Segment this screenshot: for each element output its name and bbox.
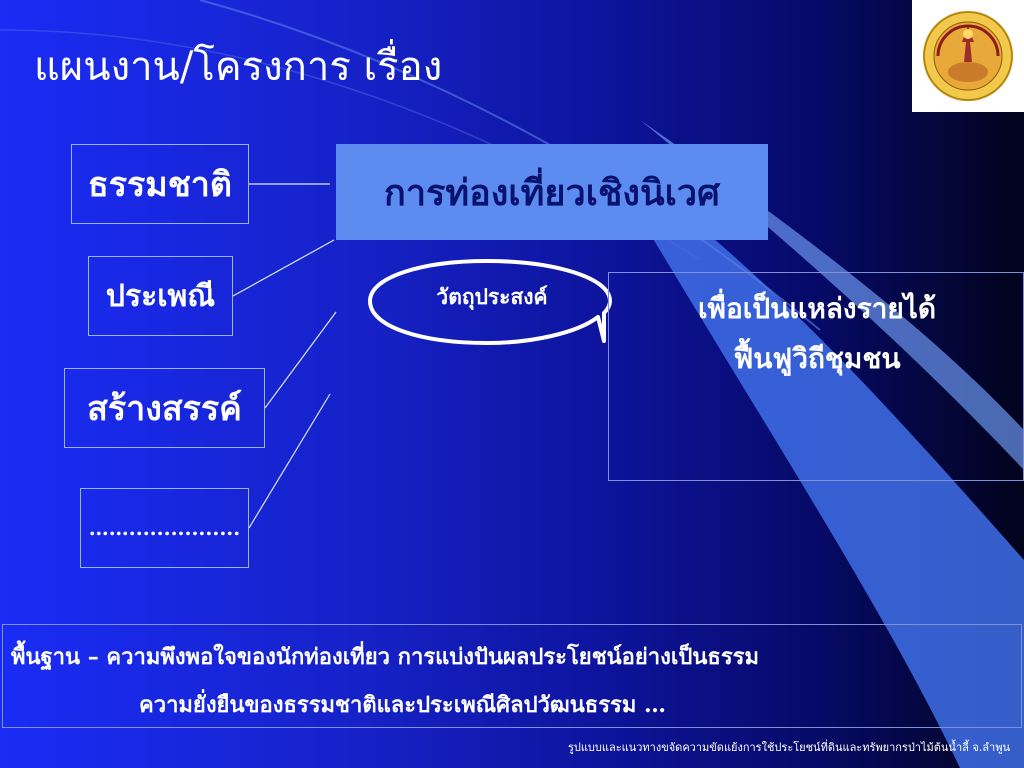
basis-box: พื้นฐาน – ความพึงพอใจของนักท่องเที่ยว กา… [2, 624, 1022, 728]
objective-box: เพื่อเป็นแหล่งรายได้ ฟื้นฟูวิถีชุมชน [608, 272, 1024, 481]
seal-logo [912, 0, 1024, 112]
slide-title: แผนงาน/โครงการ เรื่อง [34, 44, 443, 90]
component-tradition: ประเพณี [88, 256, 233, 336]
speech-bubble-icon [368, 259, 612, 345]
component-creative: สร้างสรรค์ [64, 368, 265, 448]
basis-line: ความยั่งยืนของธรรมชาติและประเพณีศิลปวัฒน… [139, 692, 667, 718]
seal-icon [923, 11, 1013, 101]
component-nature: ธรรมชาติ [71, 144, 249, 224]
objective-label: วัตถุประสงค์ [436, 284, 548, 309]
footer-caption: รูปแบบและแนวทางขจัดความขัดแย้งการใช้ประโ… [567, 741, 1010, 754]
basis-line: พื้นฐาน – ความพึงพอใจของนักท่องเที่ยว กา… [11, 644, 759, 670]
objective-line: ฟื้นฟูวิถีชุมชน [733, 342, 901, 375]
objective-line: เพื่อเป็นแหล่งรายได้ [697, 292, 937, 325]
component-other: ……................ [80, 488, 249, 568]
main-topic: การท่องเที่ยวเชิงนิเวศ [336, 144, 768, 240]
